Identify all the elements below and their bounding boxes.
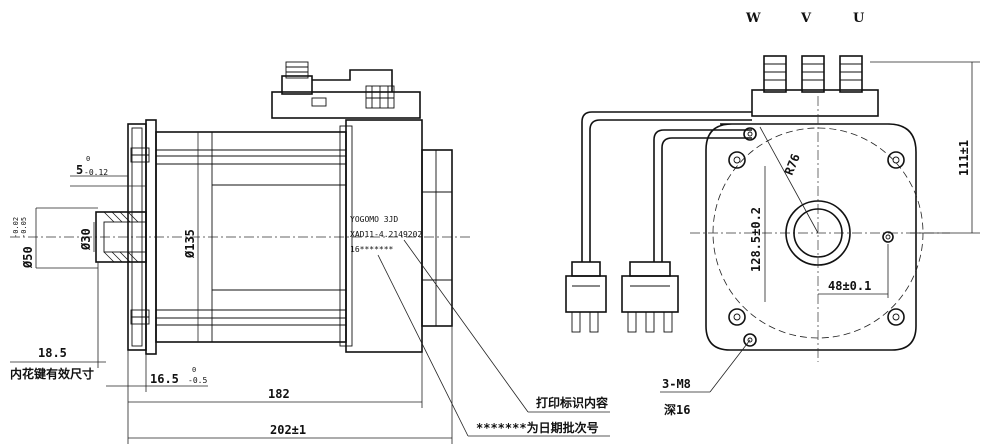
nameplate-line2: XAD11-4.2149202 — [350, 230, 422, 239]
nameplate-line3: 16******* — [350, 245, 394, 254]
side-view: 5 0 -0.12 Ø50 -0.02 -0.05 Ø30 Ø135 18.5 … — [10, 61, 610, 444]
body-len-label: 182 — [268, 387, 290, 401]
bore-hatching — [103, 211, 139, 263]
terminal-posts — [763, 55, 863, 93]
body-dia-label: Ø135 — [183, 229, 197, 259]
note-date-batch: *******为日期批次号 — [476, 420, 599, 435]
flange-to-face-tol-upper: 0 — [192, 366, 196, 374]
nameplate-line1: YOGOMO 3JD — [350, 215, 398, 224]
depth-label: 深16 — [664, 402, 690, 417]
bolt-circle-label: 128.5±0.2 — [749, 207, 763, 272]
radius-label: R76 — [782, 152, 803, 177]
spigot-tol-upper: -0.02 — [12, 217, 20, 238]
overall-len-label: 202±1 — [270, 423, 306, 437]
flange-to-face-label: 16.5 — [150, 372, 179, 386]
phase-w-label: W — [745, 11, 761, 26]
offset-label: 48±0.1 — [828, 279, 871, 293]
end-view: W V U — [565, 11, 980, 417]
spline-len-note: 内花键有效尺寸 — [10, 366, 94, 381]
phase-u-label: U — [853, 11, 865, 26]
note-print-label: 打印标识内容 — [536, 395, 608, 410]
flange-thk-tol-upper: 0 — [86, 155, 90, 163]
flange-thk-tol-lower: -0.12 — [84, 168, 108, 177]
flange-to-face-tol-lower: -0.5 — [188, 376, 207, 385]
cable-connectors — [565, 261, 679, 333]
phase-v-label: V — [800, 11, 812, 26]
spline-len-label: 18.5 — [38, 346, 67, 360]
flange-thk-label: 5 — [76, 163, 83, 177]
height-label: 111±1 — [957, 140, 971, 176]
spigot-tol-lower: -0.05 — [20, 217, 28, 238]
thread-label: 3-M8 — [662, 377, 691, 391]
bolt-holes — [728, 127, 905, 347]
bore-dia-label: Ø30 — [79, 228, 93, 251]
spigot-dia-label: Ø50 — [21, 246, 35, 269]
